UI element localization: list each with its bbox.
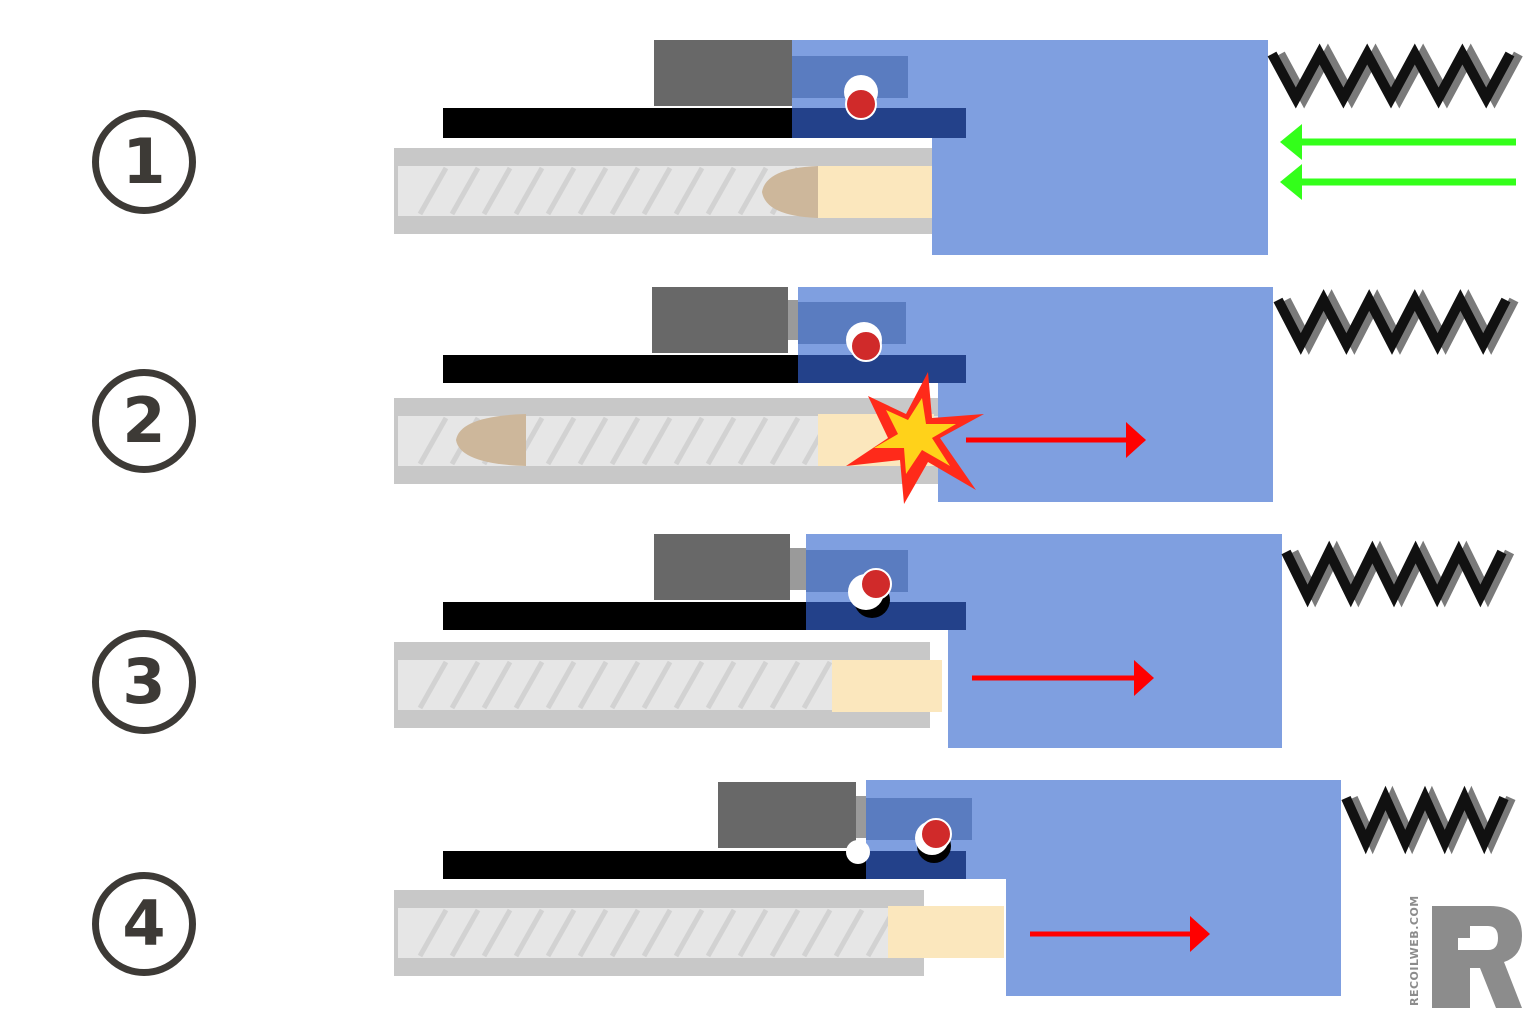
step-label-1: 1 (92, 110, 196, 214)
s1-spring-icon (1267, 43, 1515, 109)
s4-rifling (545, 908, 577, 958)
s1-in2-arrow-icon (1280, 164, 1302, 200)
s4-rifling (769, 908, 801, 958)
s4-arrow-icon (1190, 916, 1210, 952)
s1-rifling (705, 166, 737, 216)
s1-spring-back (1275, 43, 1523, 109)
s2-rifling (769, 416, 801, 466)
s3-rifling (577, 660, 609, 710)
s2-rifling (609, 416, 641, 466)
step-label-3: 3 (92, 630, 196, 734)
s1-block (654, 40, 792, 106)
s2-rifling (705, 416, 737, 466)
s2-block-gap (788, 300, 800, 340)
s4-spring-back (1348, 785, 1516, 855)
s3-block (654, 534, 790, 600)
s2-rifling (417, 416, 449, 466)
s2-spring-icon (1273, 289, 1511, 355)
s1-rifling (417, 166, 449, 216)
s3-rifling (609, 660, 641, 710)
s4-rifling (737, 908, 769, 958)
s3-rifling (449, 660, 481, 710)
s1-slide (792, 40, 1268, 255)
s3-rifling (417, 660, 449, 710)
s1-rifling (673, 166, 705, 216)
s2-rifling (673, 416, 705, 466)
s4-case (888, 906, 1004, 958)
s2-explosion-core (874, 398, 956, 474)
s1-rifling (609, 166, 641, 216)
s2-slide (798, 287, 1273, 502)
s3-rail (443, 602, 813, 630)
s4-rifling (449, 908, 481, 958)
s4-block-gap (856, 796, 868, 838)
s2-bullet (456, 414, 526, 466)
s4-rifling (481, 908, 513, 958)
s3-rifling (481, 660, 513, 710)
watermark-text: RECOILWEB.COM (1408, 895, 1421, 1006)
s3-spring-back (1289, 540, 1515, 608)
s1-case (818, 166, 932, 218)
s2-rail (443, 355, 803, 383)
s1-rifling (513, 166, 545, 216)
s1-rifling (481, 166, 513, 216)
s4-rifling (513, 908, 545, 958)
s3-rifling (513, 660, 545, 710)
s2-arrow-icon (1126, 422, 1146, 458)
s3-rifling (705, 660, 737, 710)
s3-spring-icon (1281, 540, 1507, 608)
s1-pin-icon (845, 88, 877, 120)
s2-rifling (737, 416, 769, 466)
s3-rifling (801, 660, 833, 710)
site-logo-icon (1432, 906, 1522, 1008)
s4-slide (866, 780, 1341, 996)
s3-arrow-icon (1134, 660, 1154, 696)
s2-lock (798, 355, 966, 383)
s4-rifling (417, 908, 449, 958)
s4-rail (443, 851, 873, 879)
s2-rifling (577, 416, 609, 466)
s4-rifling (609, 908, 641, 958)
s4-notch (846, 840, 870, 864)
s4-lock (866, 851, 966, 879)
step-label-4: 4 (92, 872, 196, 976)
s1-in1-arrow-icon (1280, 124, 1302, 160)
s1-rifling (449, 166, 481, 216)
s3-case (832, 660, 942, 712)
s4-pin-icon (920, 818, 952, 850)
s2-rifling (641, 416, 673, 466)
s4-rifling (673, 908, 705, 958)
s4-spring-icon (1341, 785, 1509, 855)
s2-pin-icon (850, 330, 882, 362)
s3-rifling (673, 660, 705, 710)
s1-rail (443, 108, 803, 138)
s3-slide (806, 534, 1282, 748)
s3-rifling (545, 660, 577, 710)
s1-bullet (762, 166, 818, 218)
step-label-2: 2 (92, 369, 196, 473)
s1-rifling (577, 166, 609, 216)
s2-spring-back (1281, 289, 1519, 355)
s1-rifling (737, 166, 769, 216)
s2-block (652, 287, 788, 353)
s4-rifling (577, 908, 609, 958)
s4-block (718, 782, 856, 848)
s3-block-gap (790, 548, 808, 590)
s4-rifling (833, 908, 865, 958)
s1-rifling (641, 166, 673, 216)
s4-rifling (801, 908, 833, 958)
s3-pin-icon (860, 568, 892, 600)
s1-lock (792, 108, 966, 138)
s2-rifling (545, 416, 577, 466)
s3-rifling (769, 660, 801, 710)
s4-rifling (705, 908, 737, 958)
s1-rifling (545, 166, 577, 216)
s3-rifling (641, 660, 673, 710)
s4-rifling (641, 908, 673, 958)
s3-rifling (737, 660, 769, 710)
